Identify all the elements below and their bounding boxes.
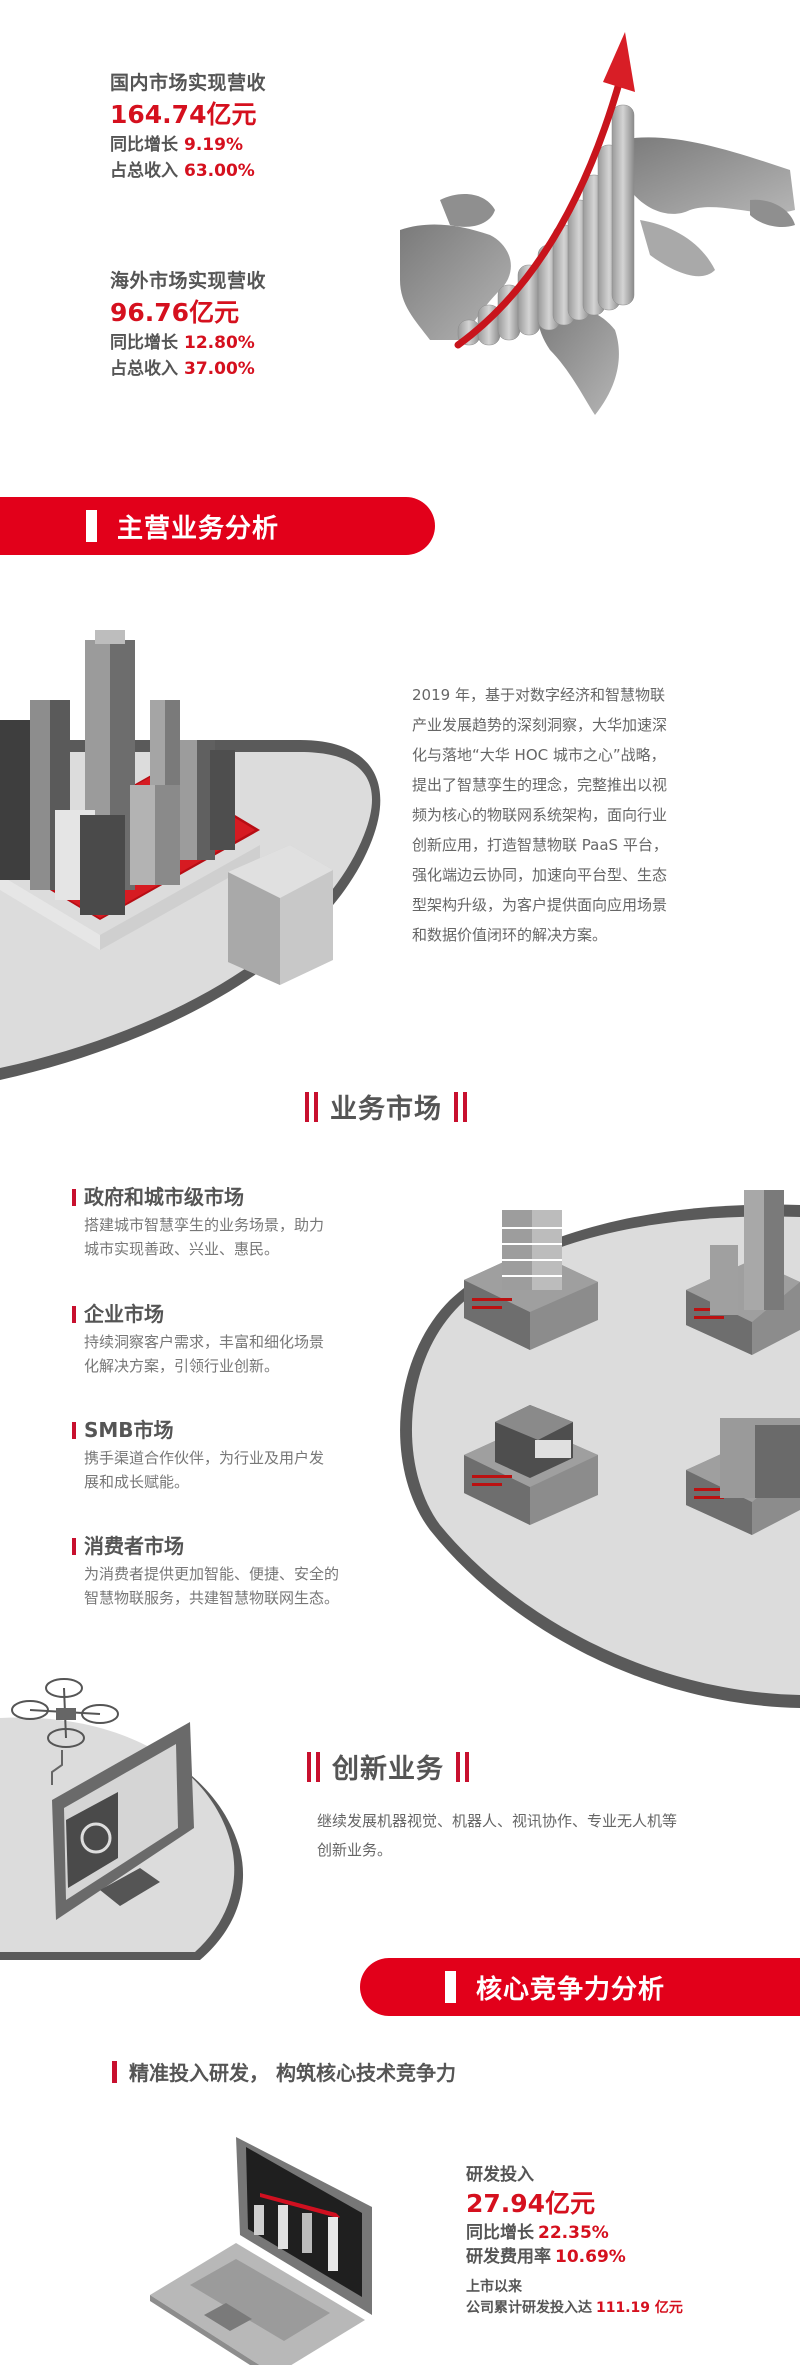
- overseas-title: 海外市场实现营收: [110, 270, 267, 292]
- main-business-banner-title: 主营业务分析: [117, 513, 280, 544]
- paragraph-line: 强化端边云协同，加速向平台型、生态: [412, 866, 668, 884]
- paragraph-line: 2019 年，基于对数字经济和智慧物联: [412, 686, 665, 704]
- domestic-revenue-block: 国内市场实现营收 164.74亿元 同比增长 9.19% 占总收入 63.00%: [110, 70, 266, 184]
- paragraph-line: 型架构升级，为客户提供面向应用场景: [412, 896, 668, 914]
- market-desc: 搭建城市智慧孪生的业务场景，助力城市实现善政、兴业、惠民。: [84, 1216, 325, 1258]
- core-competitiveness-banner: 核心竞争力分析: [360, 1958, 800, 2016]
- double-bar-right-icon: [454, 1091, 467, 1122]
- rd-subheading: 精准投入研发， 构筑核心技术竞争力: [112, 2057, 456, 2086]
- paragraph-line: 频为核心的物联网系统架构，面向行业: [412, 806, 668, 824]
- domestic-share-value: 63.00%: [184, 161, 255, 181]
- domestic-share: 占总收入 63.00%: [110, 158, 266, 184]
- market-title: 政府和城市级市场: [72, 1183, 382, 1211]
- drone-monitor-illustration: [0, 1660, 260, 1960]
- rd-label: 研发投入: [466, 2165, 534, 2185]
- overseas-growth-label: 同比增长: [110, 333, 178, 353]
- double-bar-right-icon: [456, 1751, 469, 1782]
- red-bar-icon: [72, 1537, 76, 1555]
- market-item-consumer: 消费者市场 为消费者提供更加智能、便捷、安全的智慧物联服务，共建智慧物联网生态。: [72, 1532, 382, 1610]
- overseas-growth: 同比增长 12.80%: [110, 330, 266, 356]
- market-desc: 携手渠道合作伙伴，为行业及用户发展和成长赋能。: [84, 1449, 325, 1491]
- double-bar-left-icon: [307, 1751, 320, 1782]
- market-desc: 为消费者提供更加智能、便捷、安全的智慧物联服务，共建智慧物联网生态。: [84, 1565, 340, 1607]
- since-listing-label: 上市以来: [466, 2279, 522, 2295]
- cumulative-rd-value: 111.19 亿元: [596, 2300, 683, 2316]
- market-title: SMB市场: [72, 1416, 382, 1444]
- laptop-chart-illustration: [150, 2125, 430, 2369]
- overseas-share-value: 37.00%: [184, 359, 255, 379]
- paragraph-line: 化与落地“大华 HOC 城市之心”战略，: [412, 746, 666, 764]
- red-bar-icon: [72, 1421, 76, 1439]
- overseas-growth-value: 12.80%: [184, 333, 255, 353]
- market-desc: 持续洞察客户需求，丰富和细化场景化解决方案，引领行业创新。: [84, 1333, 325, 1375]
- markets-heading-title: 业务市场: [330, 1094, 442, 1125]
- city-platform-illustration: [0, 590, 800, 1110]
- red-bar-icon: [72, 1305, 76, 1323]
- domestic-growth: 同比增长 9.19%: [110, 132, 266, 158]
- overseas-revenue-value: 96.76亿元: [110, 298, 240, 327]
- red-bar-icon: [72, 1188, 76, 1206]
- double-bar-left-icon: [305, 1091, 318, 1122]
- paragraph-line: 创新应用，打造智慧物联 PaaS 平台，: [412, 836, 668, 854]
- banner-bar-icon: [445, 1971, 456, 2003]
- domestic-revenue-value: 164.74亿元: [110, 100, 257, 129]
- innovation-heading-title: 创新业务: [332, 1754, 444, 1785]
- domestic-growth-value: 9.19%: [184, 135, 243, 155]
- market-title: 企业市场: [72, 1300, 382, 1328]
- innovation-heading: 创新业务: [307, 1747, 469, 1786]
- domestic-growth-label: 同比增长: [110, 135, 178, 155]
- domestic-title: 国内市场实现营收: [110, 72, 267, 94]
- banner-bar-icon: [86, 510, 97, 542]
- world-map-growth-illustration: [400, 20, 800, 420]
- paragraph-line: 和数据价值闭环的解决方案。: [412, 926, 608, 944]
- market-item-smb: SMB市场 携手渠道合作伙伴，为行业及用户发展和成长赋能。: [72, 1416, 382, 1494]
- market-item-enterprise: 企业市场 持续洞察客户需求，丰富和细化场景化解决方案，引领行业创新。: [72, 1300, 382, 1378]
- overseas-share-label: 占总收入: [110, 359, 178, 379]
- rd-ratio-value: 10.69%: [555, 2247, 626, 2267]
- red-bar-icon: [112, 2060, 117, 2083]
- main-business-paragraph: 2019 年，基于对数字经济和智慧物联 产业发展趋势的深刻洞察，大华加速深 化与…: [412, 680, 752, 950]
- paragraph-line: 提出了智慧孪生的理念，完整推出以视: [412, 776, 668, 794]
- innovation-desc: 继续发展机器视觉、机器人、视讯协作、专业无人机等 创新业务。: [317, 1812, 678, 1859]
- rd-value: 27.94亿元: [466, 2189, 596, 2218]
- rd-growth-value: 22.35%: [538, 2223, 609, 2243]
- market-buildings-illustration: [390, 1180, 800, 1730]
- main-business-banner: 主营业务分析: [0, 497, 435, 555]
- paragraph-line: 产业发展趋势的深刻洞察，大华加速深: [412, 716, 668, 734]
- market-item-government: 政府和城市级市场 搭建城市智慧孪生的业务场景，助力城市实现善政、兴业、惠民。: [72, 1183, 382, 1261]
- markets-heading: 业务市场: [305, 1087, 467, 1126]
- market-title: 消费者市场: [72, 1532, 382, 1560]
- overseas-share: 占总收入 37.00%: [110, 356, 266, 382]
- core-banner-title: 核心竞争力分析: [476, 1974, 666, 2005]
- overseas-revenue-block: 海外市场实现营收 96.76亿元 同比增长 12.80% 占总收入 37.00%: [110, 268, 266, 382]
- domestic-share-label: 占总收入: [110, 161, 178, 181]
